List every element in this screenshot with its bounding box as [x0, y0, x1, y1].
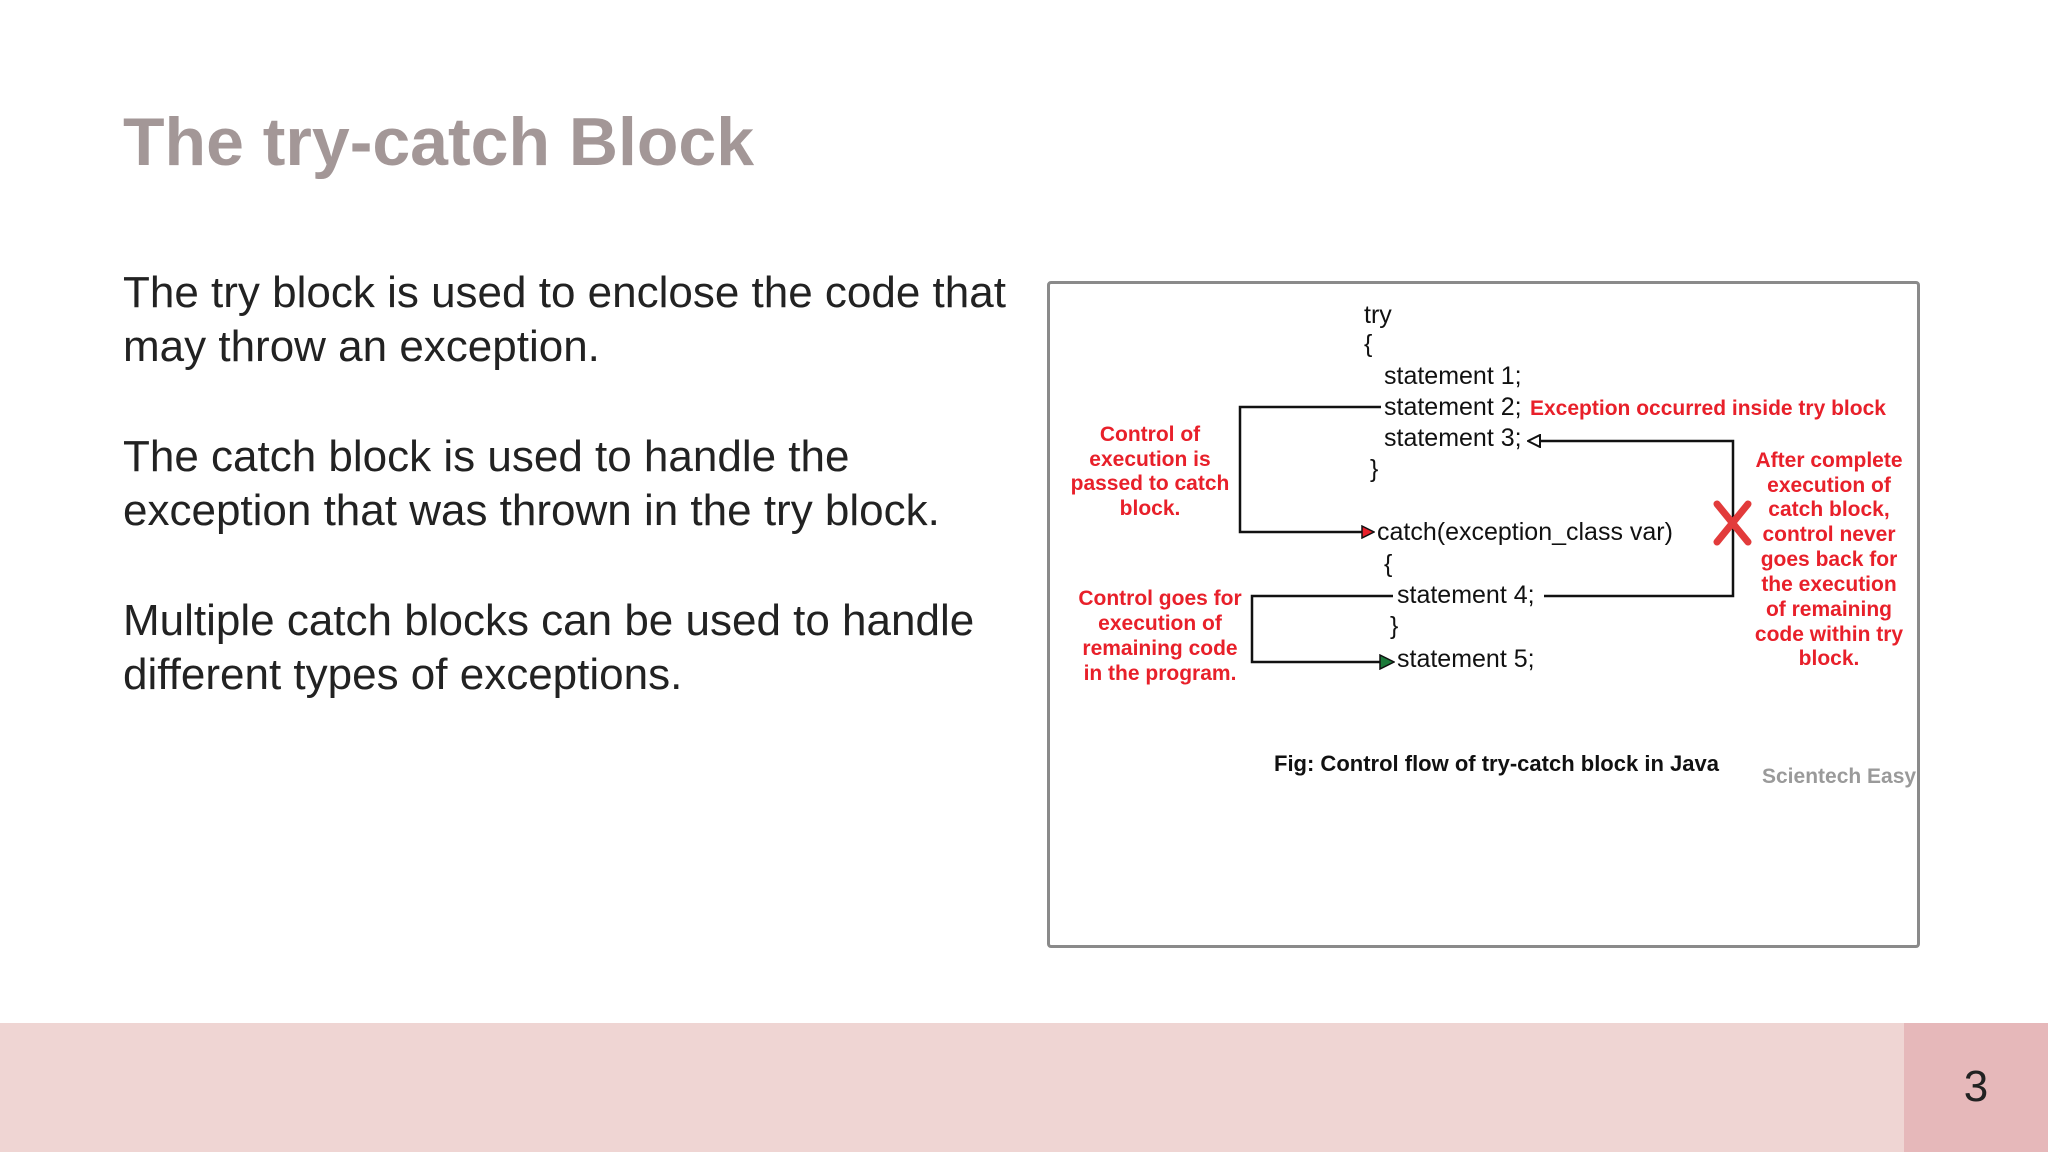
code-statement-4: statement 4;	[1397, 581, 1535, 609]
after-complete-line-1: After complete	[1755, 449, 1902, 472]
control-goes-line-4: in the program.	[1084, 662, 1237, 685]
after-complete-line-7: of remaining	[1766, 598, 1892, 621]
control-passed-label: Control of execution is passed to catch …	[1071, 423, 1230, 520]
code-catch: catch(exception_class var)	[1377, 518, 1673, 546]
footer-bar	[0, 1023, 1904, 1152]
slide-title: The try-catch Block	[123, 104, 755, 180]
code-statement-1: statement 1;	[1384, 362, 1522, 390]
paragraph-catch-block: The catch block is used to handle the ex…	[123, 432, 940, 535]
control-goes-line-3: remaining code	[1082, 637, 1237, 660]
control-passed-line-2: execution is	[1089, 448, 1210, 471]
control-flow-figure: try { statement 1; statement 2; statemen…	[1047, 281, 1920, 948]
figure-caption: Fig: Control flow of try-catch block in …	[1274, 751, 1720, 776]
code-open-brace-catch: {	[1384, 550, 1392, 578]
after-complete-line-5: goes back for	[1761, 548, 1898, 571]
control-goes-line-1: Control goes for	[1078, 587, 1241, 610]
paragraph-multiple-catch: Multiple catch blocks can be used to han…	[123, 596, 975, 699]
after-complete-label: After complete execution of catch block,…	[1755, 449, 1904, 670]
after-complete-line-8: code within try	[1755, 623, 1904, 646]
page-number-box: 3	[1904, 1023, 2048, 1152]
paragraph-try-block: The try block is used to enclose the cod…	[123, 268, 1006, 371]
control-passed-line-4: block.	[1120, 497, 1181, 520]
after-complete-line-2: execution of	[1767, 474, 1892, 497]
flow-arrow-to-catch	[1238, 405, 1381, 532]
blocked-cross-icon	[1713, 500, 1752, 546]
figure-credit: Scientech Easy	[1762, 765, 1916, 788]
code-statement-2: statement 2;	[1384, 393, 1522, 421]
after-complete-line-4: control never	[1762, 523, 1895, 546]
after-complete-line-6: the execution	[1761, 573, 1896, 596]
code-close-brace-try: }	[1370, 455, 1378, 483]
after-complete-line-3: catch block,	[1768, 498, 1889, 521]
page-number: 3	[1963, 1062, 1989, 1111]
code-close-brace-catch: }	[1390, 612, 1398, 640]
control-goes-line-2: execution of	[1098, 612, 1223, 635]
code-open-brace-try: {	[1364, 330, 1372, 358]
flow-arrow-to-statement-5	[1250, 594, 1393, 662]
after-complete-line-9: block.	[1799, 647, 1860, 670]
control-passed-line-1: Control of	[1100, 423, 1201, 446]
control-flow-diagram: try { statement 1; statement 2; statemen…	[1071, 301, 1917, 788]
code-statement-3: statement 3;	[1384, 424, 1522, 452]
exception-occurred-label: Exception occurred inside try block	[1530, 397, 1886, 420]
control-passed-line-3: passed to catch	[1071, 472, 1230, 495]
slide-body: The try block is used to enclose the cod…	[123, 266, 1023, 758]
code-statement-5: statement 5;	[1397, 645, 1535, 673]
control-goes-label: Control goes for execution of remaining …	[1078, 587, 1241, 685]
code-try: try	[1364, 301, 1392, 329]
